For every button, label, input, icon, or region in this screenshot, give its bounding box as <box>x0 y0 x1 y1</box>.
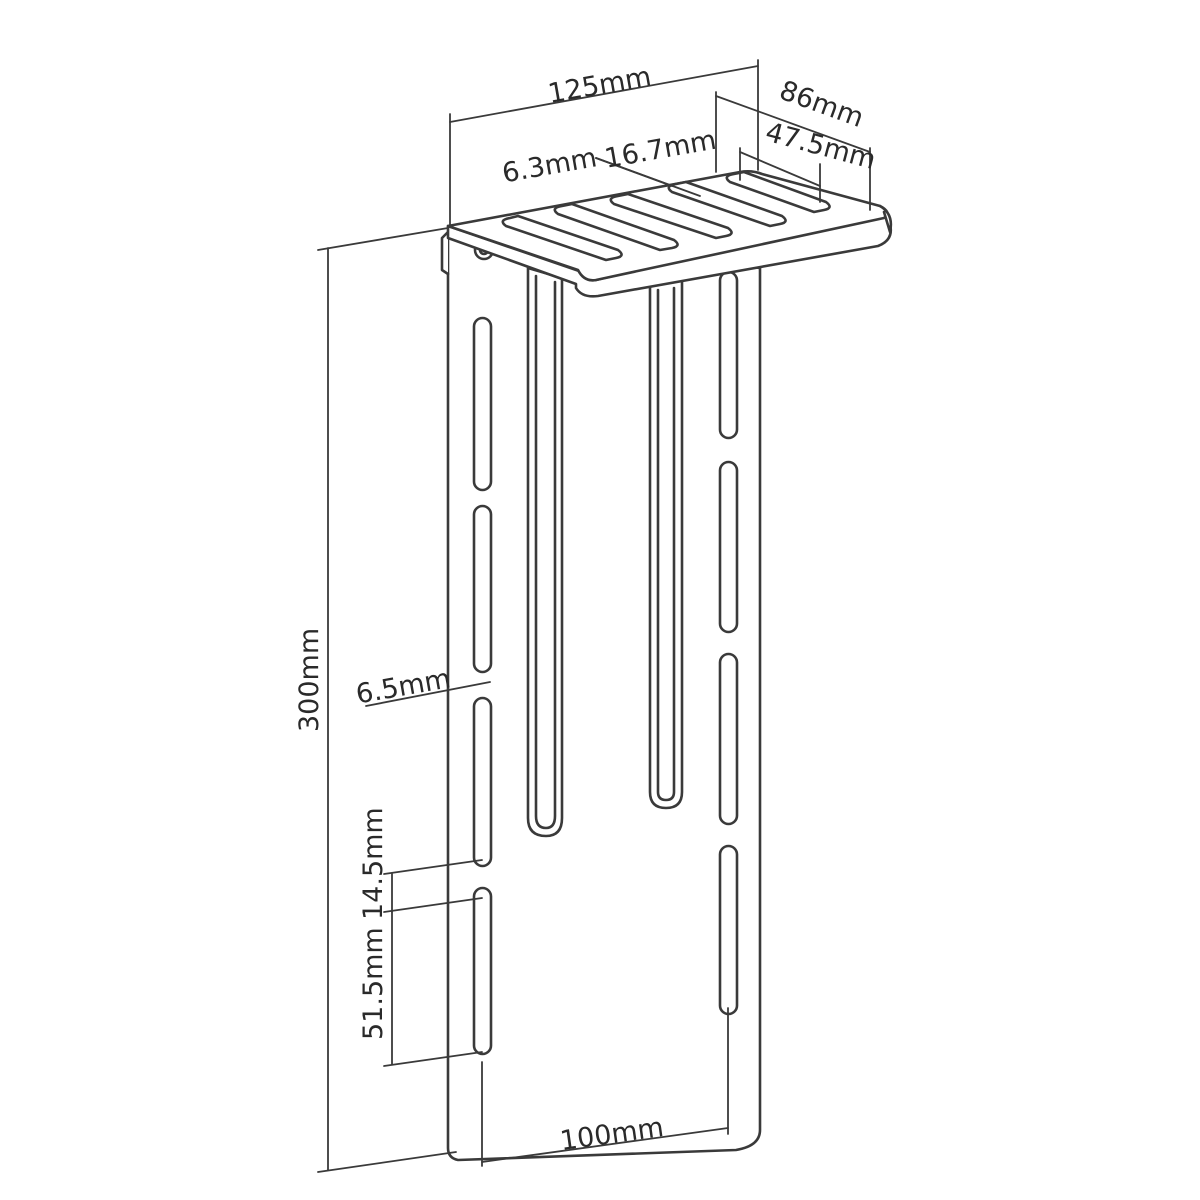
dimension-100mm: 100mm <box>481 1007 729 1167</box>
dimension-label: 14.5mm <box>358 807 389 920</box>
top-shelf <box>446 170 893 298</box>
dimension-label: 300mm <box>294 628 325 732</box>
dimension-16-7mm: 16.7mm <box>602 125 718 175</box>
right-slots <box>718 270 739 1016</box>
dimension-300mm: 300mm <box>294 227 457 1173</box>
u-cutout-left <box>526 266 564 838</box>
u-cutout-right <box>648 278 684 810</box>
dimension-label: 16.7mm <box>602 125 718 175</box>
dimension-51-5mm: 51.5mm <box>358 911 483 1067</box>
dimension-label: 6.3mm <box>500 142 599 189</box>
dimension-14-5mm: 14.5mm <box>358 807 483 920</box>
dimension-label: 125mm <box>546 61 654 110</box>
left-slots <box>472 316 493 1056</box>
dimension-label: 6.5mm <box>354 663 453 710</box>
dimension-label: 51.5mm <box>358 927 389 1040</box>
